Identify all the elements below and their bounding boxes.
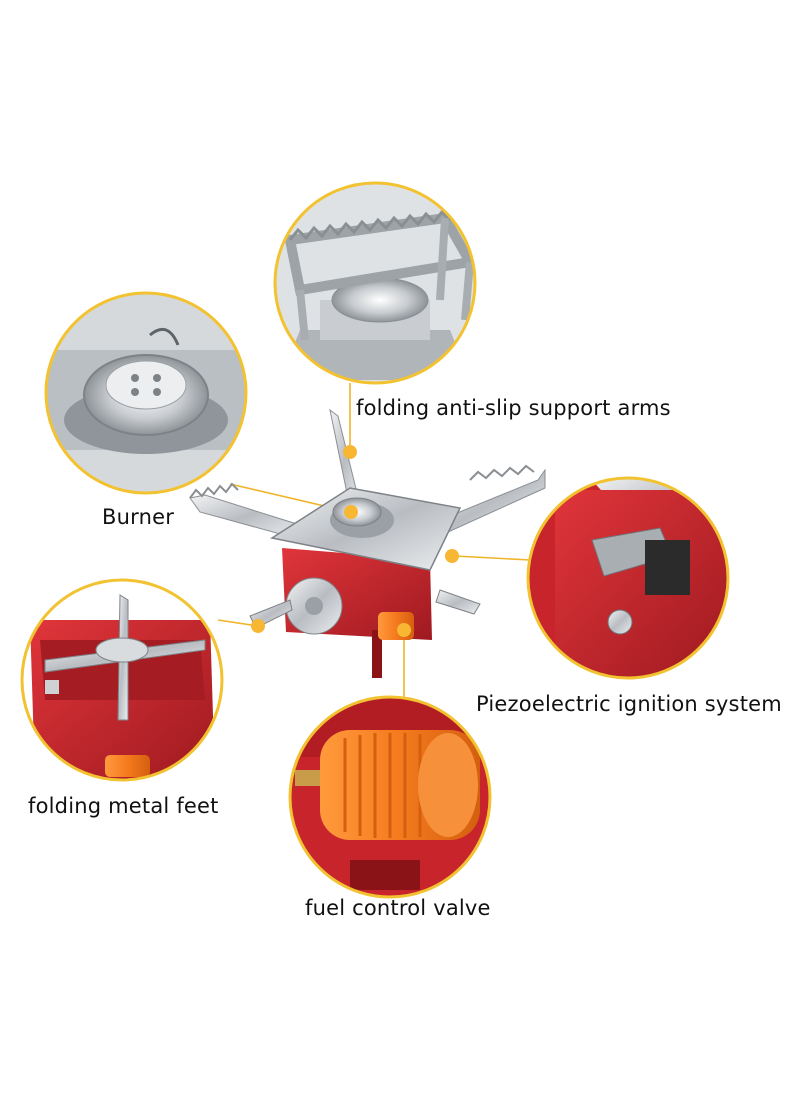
marker-support-arms — [343, 445, 357, 459]
label-ignition: Piezoelectric ignition system — [476, 692, 782, 716]
callout-support-arms — [273, 181, 477, 385]
marker-burner — [344, 505, 358, 519]
marker-dots — [251, 445, 459, 637]
callout-ring — [526, 476, 730, 680]
callout-valve — [288, 695, 492, 899]
label-burner: Burner — [102, 505, 175, 529]
leader-ignition — [454, 555, 531, 561]
foot-right — [435, 589, 481, 615]
callout-ring — [273, 181, 477, 385]
label-support-arms: folding anti-slip support arms — [356, 396, 671, 420]
callout-ring — [20, 578, 224, 782]
label-feet: folding metal feet — [28, 794, 219, 818]
stove-main — [189, 408, 546, 678]
marker-feet — [251, 619, 265, 633]
callout-burner — [44, 291, 248, 495]
marker-ignition — [445, 549, 459, 563]
fuel-inlet — [372, 630, 382, 678]
marker-valve — [397, 623, 411, 637]
callout-ring — [288, 695, 492, 899]
label-valve: fuel control valve — [305, 896, 491, 920]
callout-ring — [44, 291, 248, 495]
callout-feet — [20, 578, 224, 782]
support-arm-right — [439, 468, 546, 534]
callout-ignition — [526, 476, 730, 680]
